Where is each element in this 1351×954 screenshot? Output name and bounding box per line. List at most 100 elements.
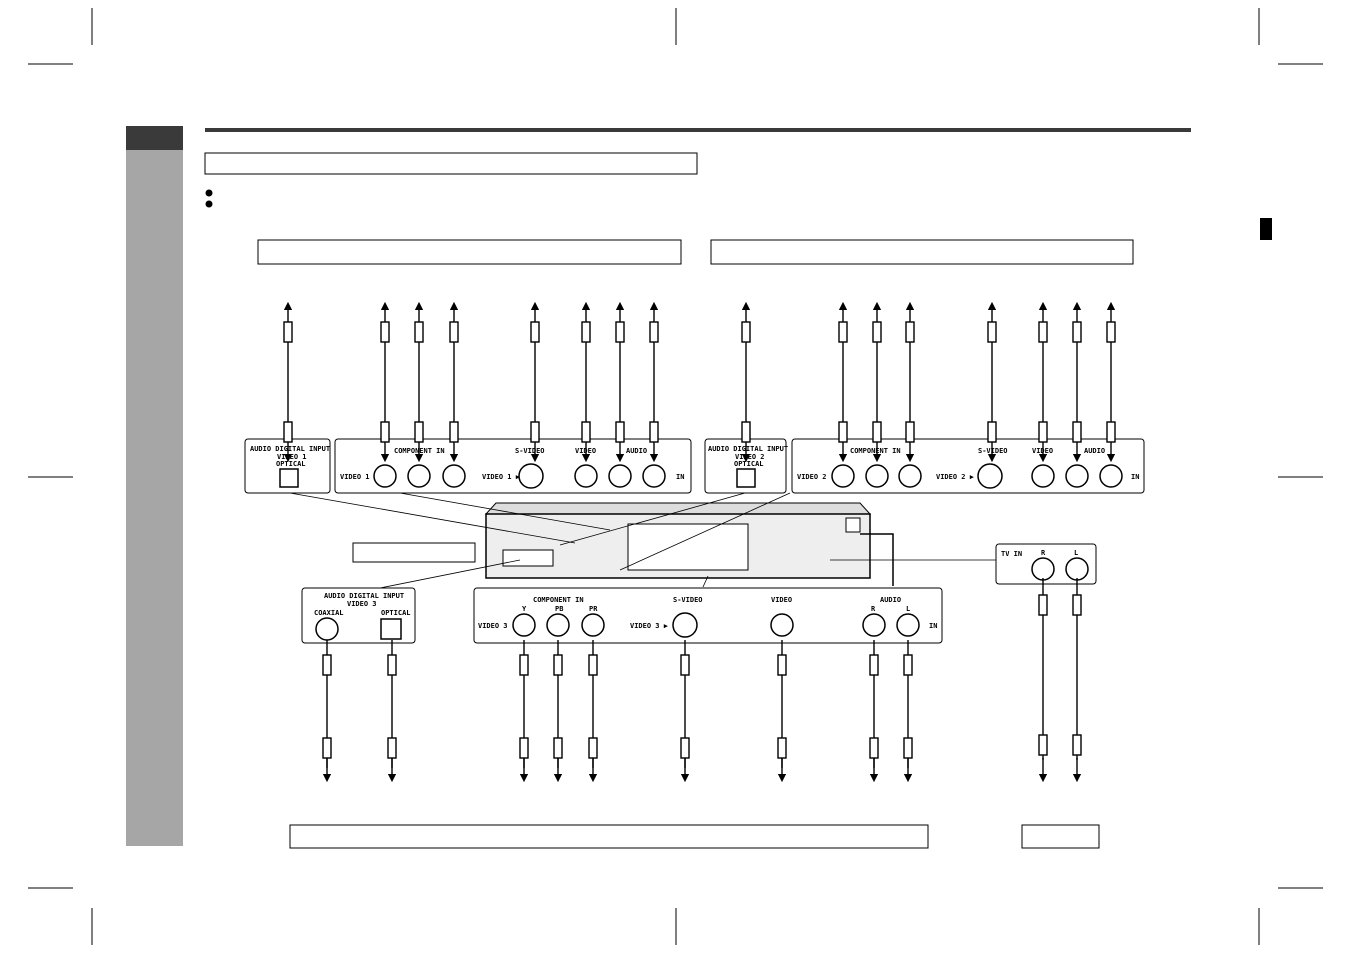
- plug: [1072, 594, 1082, 616]
- row-label: VIDEO 3: [478, 622, 508, 630]
- jack: [865, 464, 889, 488]
- plug: [1106, 321, 1116, 343]
- jack: [831, 464, 855, 488]
- plug: [322, 654, 332, 676]
- svideo-in-label: VIDEO 1 ▶: [482, 473, 521, 481]
- optical-jack: [736, 468, 756, 488]
- audio-label: AUDIO: [626, 447, 647, 455]
- component-label: COMPONENT IN: [850, 447, 901, 455]
- plug: [530, 321, 540, 343]
- top-rule: [205, 128, 1191, 132]
- plug: [903, 737, 913, 759]
- plug: [872, 321, 882, 343]
- panel-video3-digital: AUDIO DIGITAL INPUT VIDEO 3 COAXIAL OPTI…: [301, 587, 416, 644]
- panel-title: AUDIO DIGITAL INPUT: [324, 592, 404, 600]
- jack: [512, 613, 536, 637]
- jack: [407, 464, 431, 488]
- svideo-jack: [672, 612, 698, 638]
- plug: [414, 421, 424, 443]
- heading-boxes: [204, 152, 1134, 849]
- plug: [777, 737, 787, 759]
- panel-video1-digital: AUDIO DIGITAL INPUT VIDEO 1 OPTICAL: [244, 438, 331, 494]
- plug: [905, 321, 915, 343]
- optical-label: OPTICAL: [276, 460, 306, 468]
- r-label: R: [871, 605, 876, 613]
- plug: [1038, 594, 1048, 616]
- plug: [1038, 421, 1048, 443]
- panel-video3-main: COMPONENT IN Y PB PR VIDEO 3 S-VIDEO VID…: [473, 587, 943, 644]
- plug: [741, 321, 751, 343]
- jack: [442, 464, 466, 488]
- jack: [608, 464, 632, 488]
- plug: [1038, 734, 1048, 756]
- jack: [546, 613, 570, 637]
- plug: [872, 421, 882, 443]
- plug: [987, 421, 997, 443]
- svideo-label: S-VIDEO: [673, 596, 703, 604]
- panel-video1-main: COMPONENT IN VIDEO 1 S-VIDEO VIDEO 1 ▶ V…: [334, 438, 692, 494]
- plug: [414, 321, 424, 343]
- svideo-in-label: VIDEO 2 ▶: [936, 473, 975, 481]
- optical-jack: [279, 468, 299, 488]
- plug: [649, 321, 659, 343]
- plug: [680, 737, 690, 759]
- tv-in-label: TV IN: [1001, 550, 1022, 558]
- plug: [588, 737, 598, 759]
- svideo-jack: [518, 463, 544, 489]
- plug: [905, 421, 915, 443]
- coaxial-label: COAXIAL: [314, 609, 344, 617]
- pb-label: PB: [555, 605, 563, 613]
- leader-lines: [289, 492, 996, 589]
- jack: [1065, 557, 1089, 581]
- plug: [380, 421, 390, 443]
- plug: [387, 737, 397, 759]
- jack: [770, 613, 794, 637]
- optical-jack: [380, 618, 402, 640]
- panel-sub: VIDEO 3: [347, 600, 377, 608]
- jack: [574, 464, 598, 488]
- plug: [581, 321, 591, 343]
- pr-label: PR: [589, 605, 598, 613]
- crop-marks: [28, 8, 1323, 945]
- plug: [519, 737, 529, 759]
- plug: [869, 654, 879, 676]
- plug: [903, 654, 913, 676]
- jack: [581, 613, 605, 637]
- jack: [1031, 464, 1055, 488]
- plug: [1072, 734, 1082, 756]
- jack: [896, 613, 920, 637]
- optical-label: OPTICAL: [734, 460, 764, 468]
- plug: [741, 421, 751, 443]
- in-label: IN: [1131, 473, 1139, 481]
- plug: [1106, 421, 1116, 443]
- plug: [588, 654, 598, 676]
- svideo-jack: [977, 463, 1003, 489]
- video-label: VIDEO: [771, 596, 792, 604]
- plug: [449, 321, 459, 343]
- optical-label: OPTICAL: [381, 609, 411, 617]
- jack: [373, 464, 397, 488]
- plug: [615, 421, 625, 443]
- plug: [1038, 321, 1048, 343]
- y-label: Y: [522, 605, 527, 613]
- plug: [615, 321, 625, 343]
- plug: [283, 421, 293, 443]
- panel-tv: TV IN R L: [995, 543, 1097, 585]
- sidebar-tab: [126, 126, 183, 150]
- panel-title: AUDIO DIGITAL INPUT: [708, 445, 788, 453]
- cables: [283, 301, 1116, 783]
- page-marker: [1260, 218, 1272, 240]
- plug: [322, 737, 332, 759]
- jack: [898, 464, 922, 488]
- jack: [862, 613, 886, 637]
- plug: [680, 654, 690, 676]
- plug: [519, 654, 529, 676]
- plug: [1072, 321, 1082, 343]
- l-label: L: [906, 605, 910, 613]
- jack: [1065, 464, 1089, 488]
- component-label: COMPONENT IN: [533, 596, 584, 604]
- in-label: IN: [676, 473, 684, 481]
- jack: [1031, 557, 1055, 581]
- plug: [553, 737, 563, 759]
